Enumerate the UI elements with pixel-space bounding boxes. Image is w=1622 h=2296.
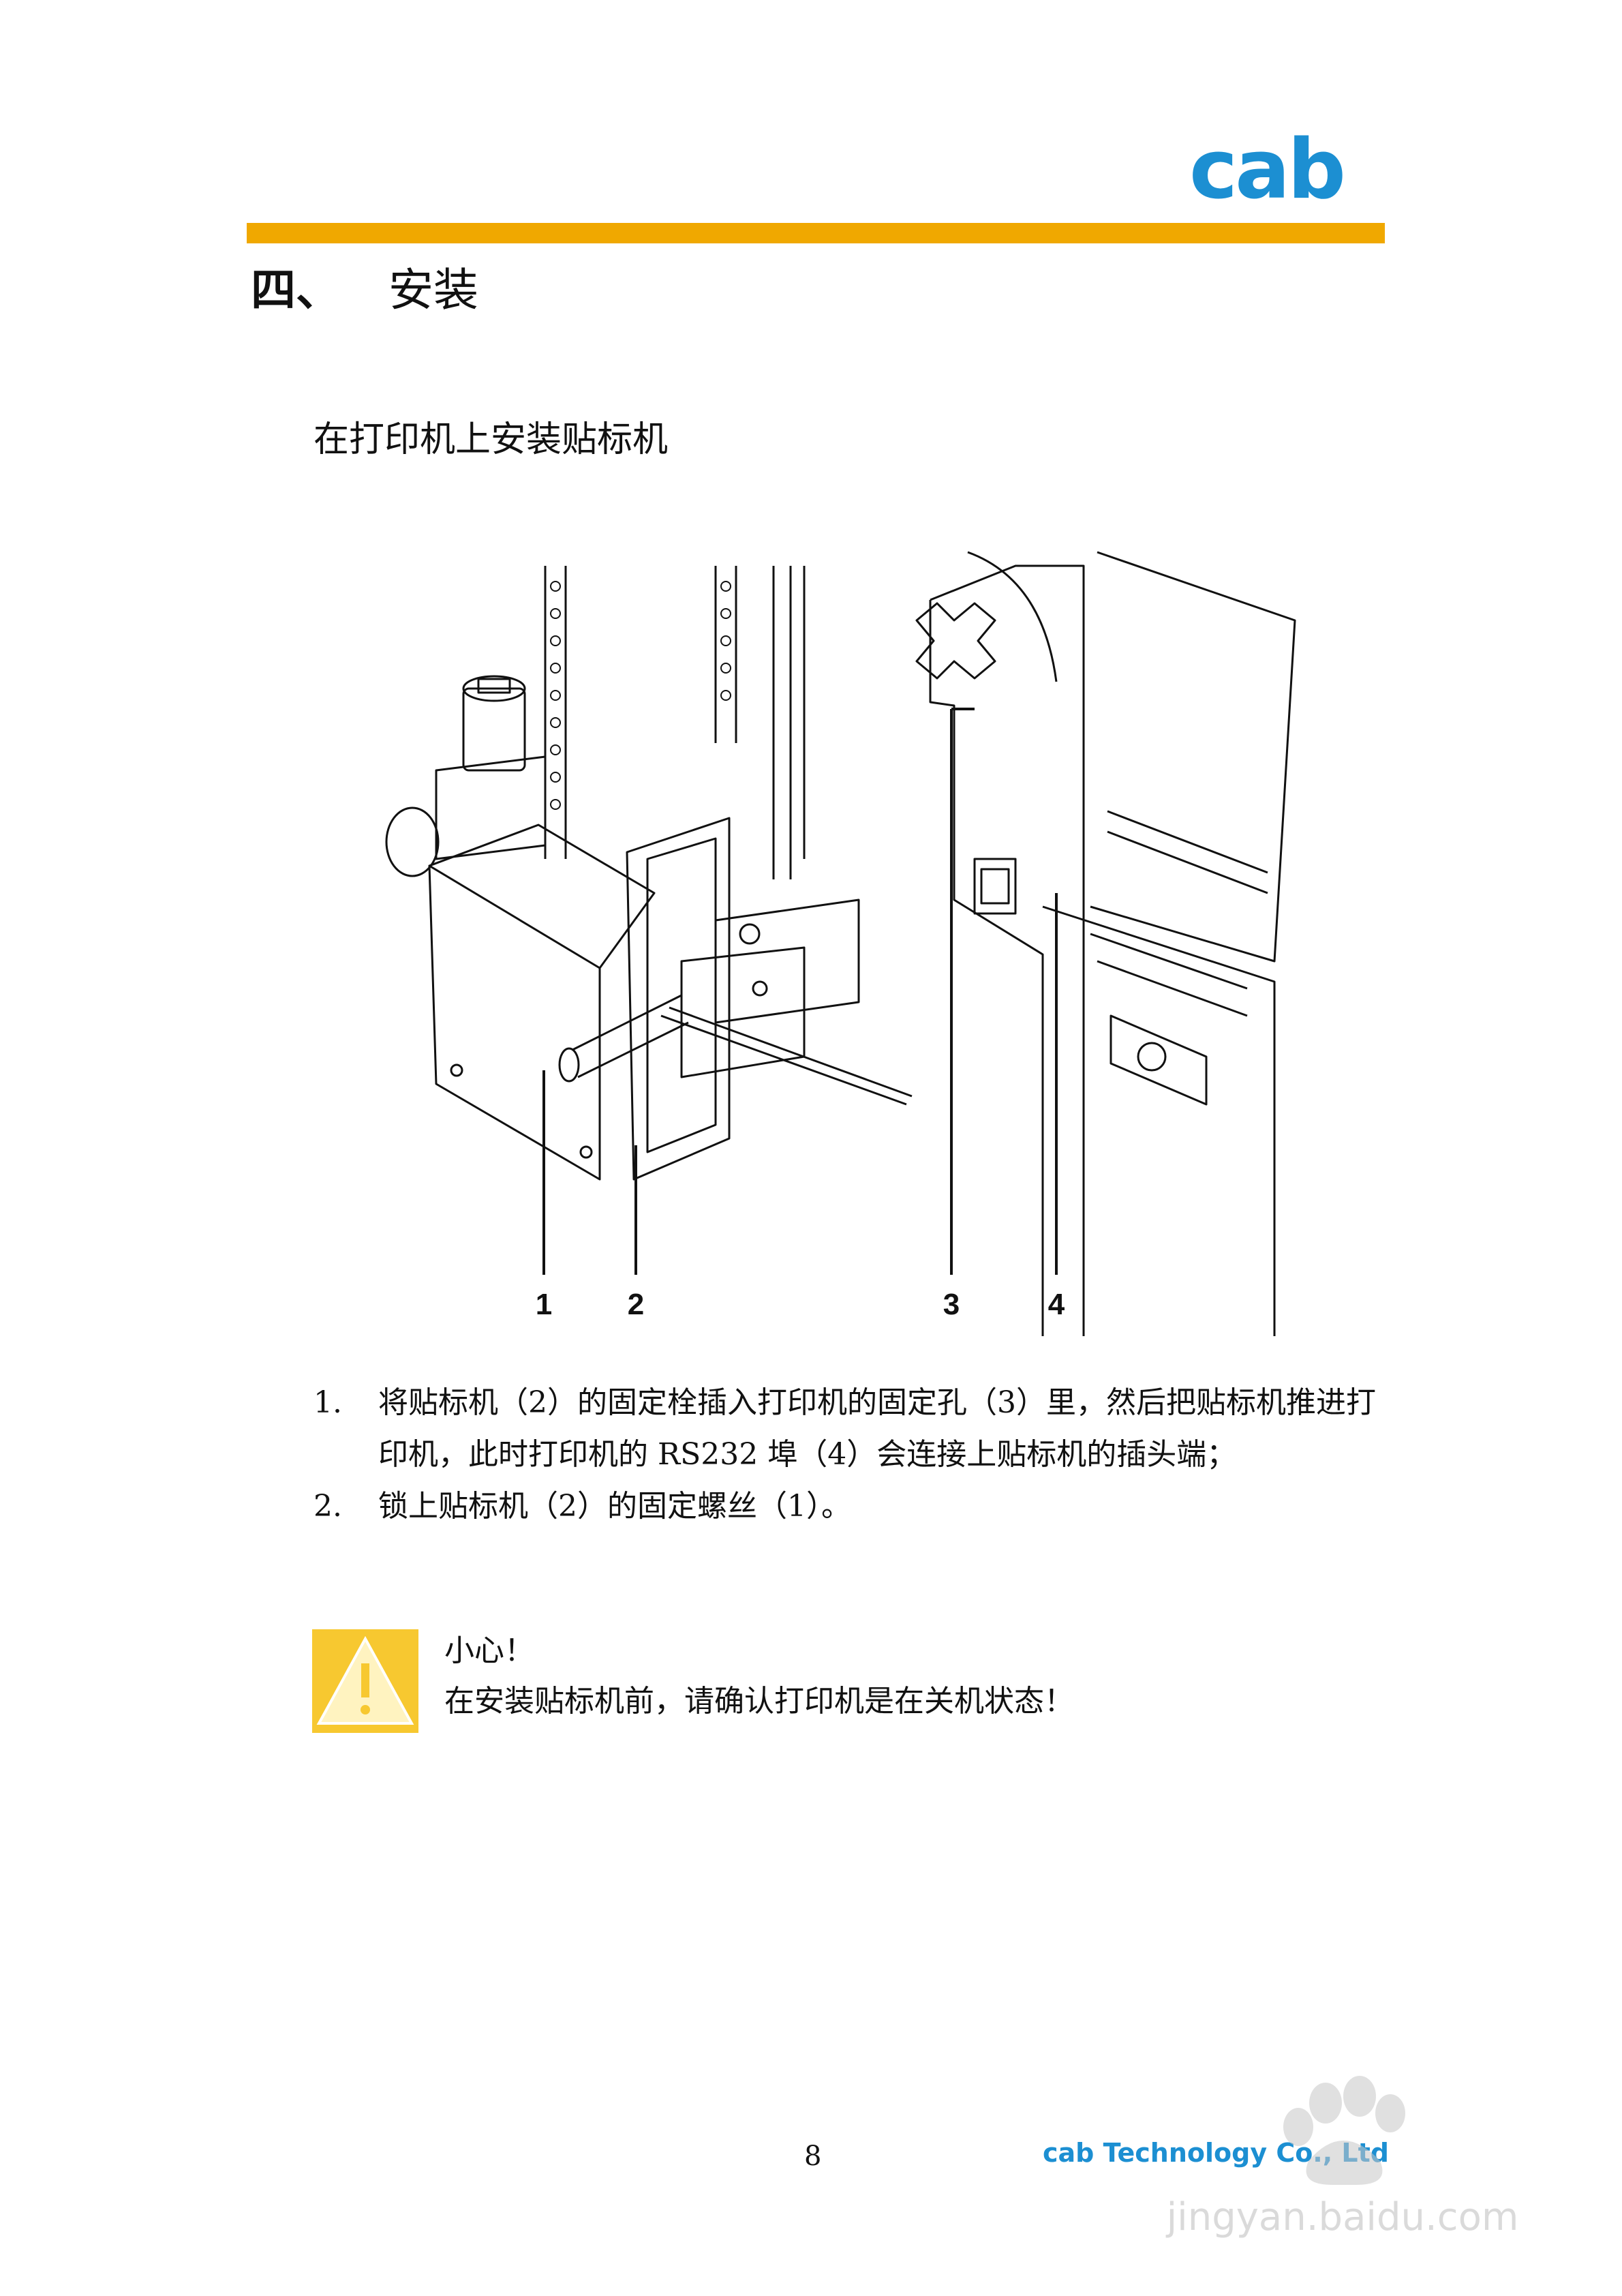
baidu-watermark: jingyan.baidu.com xyxy=(1152,2066,1533,2243)
callout-4: 4 xyxy=(1048,1288,1065,1321)
subsection-title: 在打印机上安装贴标机 xyxy=(313,419,669,460)
warning-title: 小心！ xyxy=(444,1633,534,1668)
step-number: 1. xyxy=(313,1385,342,1420)
callout-3: 3 xyxy=(943,1288,960,1321)
page-number: 8 xyxy=(804,2141,822,2172)
logo-text: cab xyxy=(1189,123,1346,217)
section-heading: 四、安装 xyxy=(251,262,478,318)
watermark-url: jingyan.baidu.com xyxy=(1166,2195,1519,2239)
warning-icon xyxy=(312,1629,418,1733)
section-title: 安装 xyxy=(388,264,478,316)
step-text: 锁上贴标机（2）的固定螺丝（1）。 xyxy=(378,1489,851,1524)
warning-callout: 小心！ 在安装贴标机前，请确认打印机是在关机状态！ xyxy=(444,1626,1074,1727)
installation-steps: 1. 将贴标机（2）的固定栓插入打印机的固定孔（3）里，然后把贴标机推进打印机，… xyxy=(313,1377,1390,1532)
callout-1: 1 xyxy=(536,1288,552,1321)
section-number: 四、 xyxy=(251,263,341,316)
cab-logo: cab xyxy=(1189,123,1387,217)
callout-2: 2 xyxy=(628,1288,644,1321)
step-item: 2. 锁上贴标机（2）的固定螺丝（1）。 xyxy=(313,1481,1390,1532)
warning-text: 在安装贴标机前，请确认打印机是在关机状态！ xyxy=(444,1684,1074,1719)
baidu-paw-icon xyxy=(1283,2076,1405,2185)
header-accent-bar xyxy=(247,223,1385,243)
installation-diagram: 1 2 3 4 xyxy=(385,551,1296,1336)
step-number: 2. xyxy=(313,1489,342,1524)
step-item: 1. 将贴标机（2）的固定栓插入打印机的固定孔（3）里，然后把贴标机推进打印机，… xyxy=(313,1377,1390,1481)
step-text: 将贴标机（2）的固定栓插入打印机的固定孔（3）里，然后把贴标机推进打印机，此时打… xyxy=(378,1385,1376,1472)
